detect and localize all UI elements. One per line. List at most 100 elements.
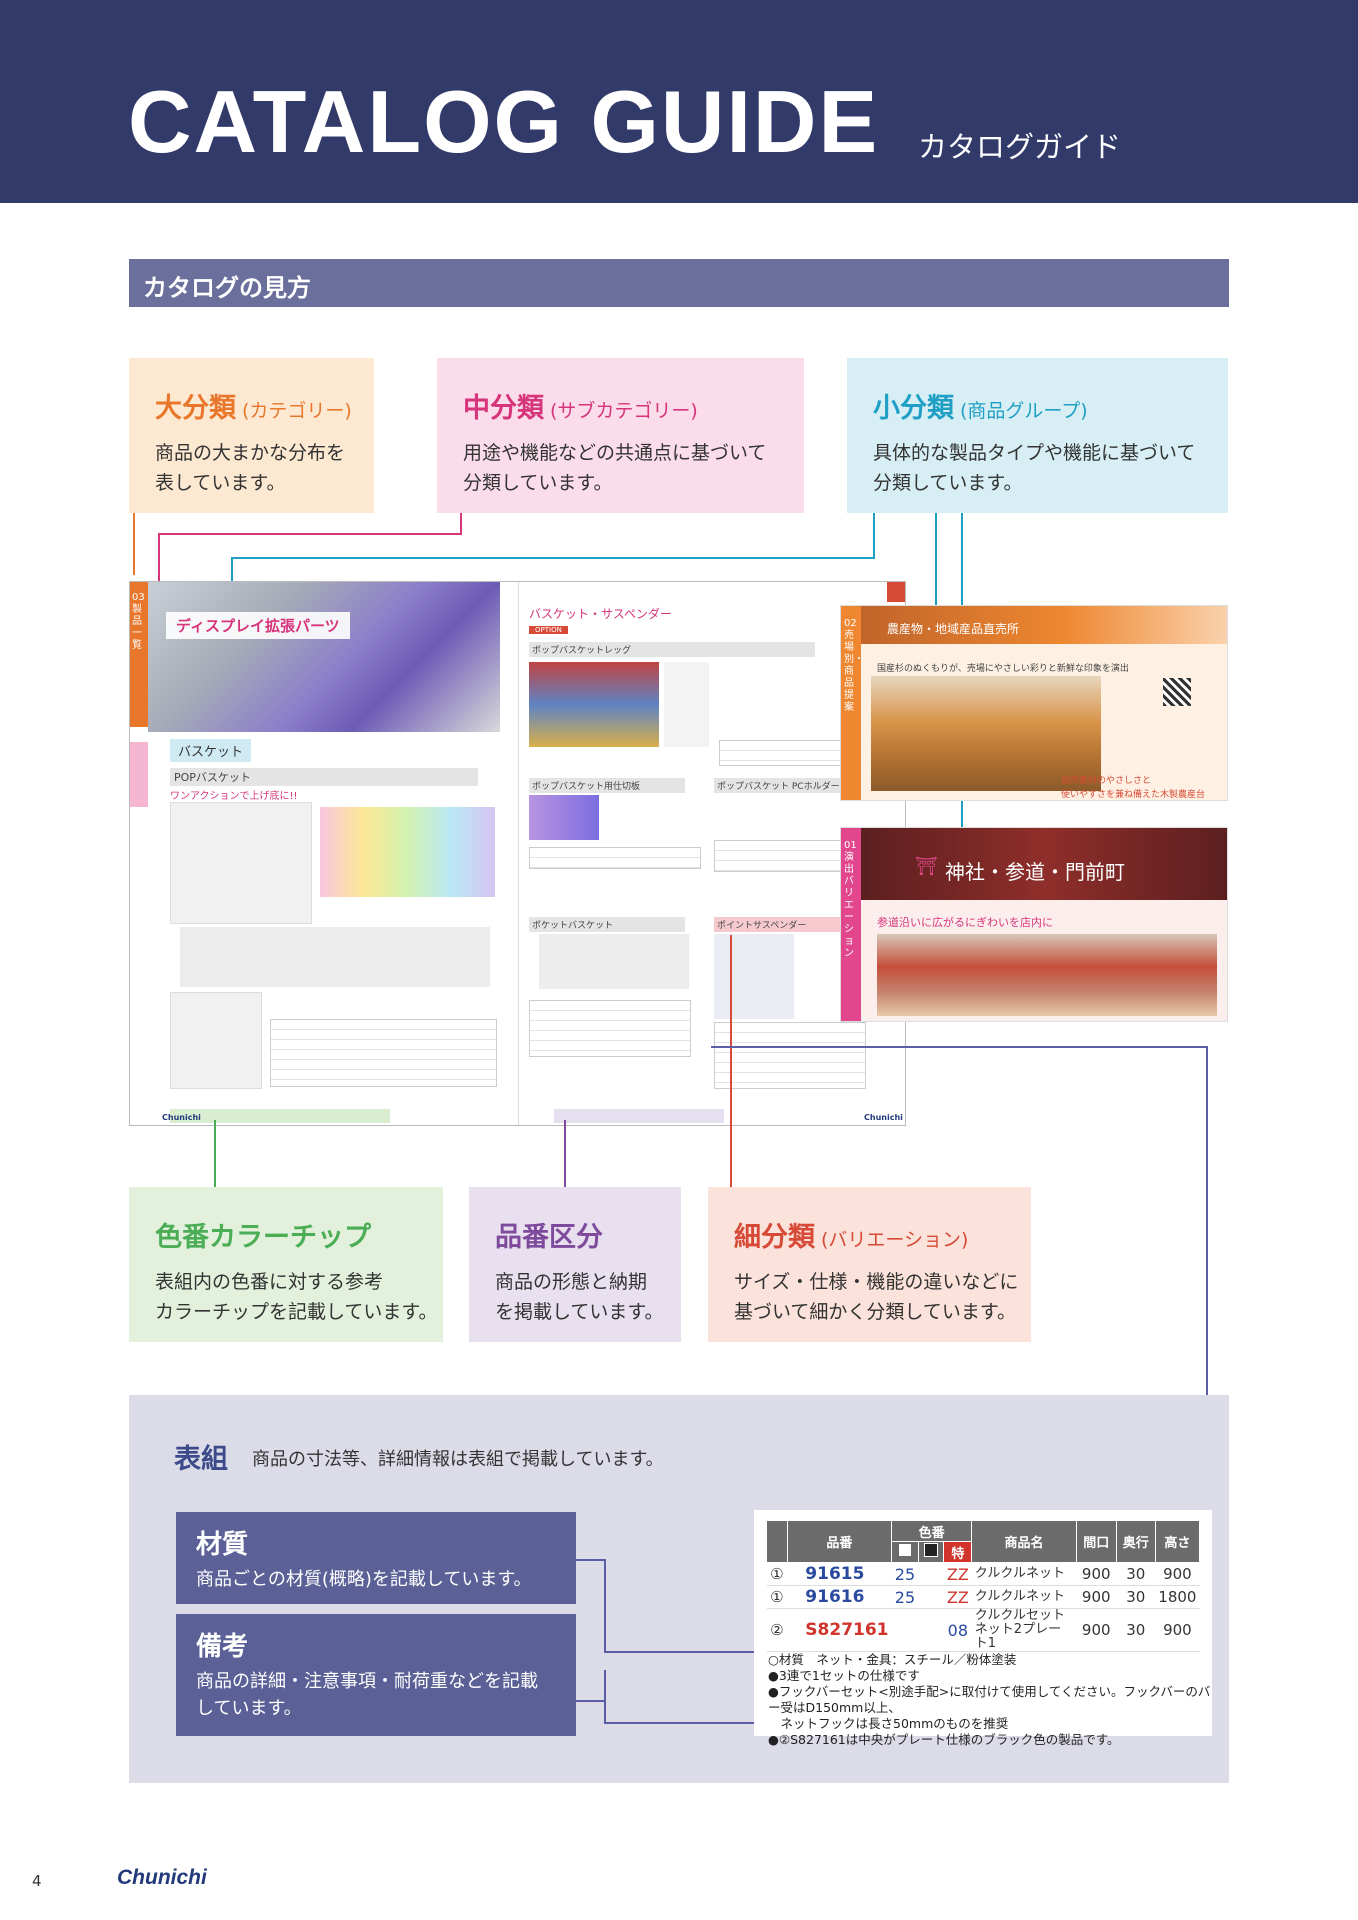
variation-card: 01 演出バリエーション ⛩ 神社・参道・門前町 参道沿いに広がるにぎわいを店内… <box>840 827 1228 1022</box>
variation-title: 神社・参道・門前町 <box>945 860 1125 884</box>
remarks-connector-h <box>576 1700 606 1702</box>
page-title: CATALOG GUIDE <box>128 72 880 171</box>
material-connector-h2 <box>604 1651 764 1653</box>
option-label: OPTION <box>529 626 568 634</box>
spec-cell-d: 30 <box>1116 1562 1156 1586</box>
box-chubunrui: 中分類(サブカテゴリー) 用途や機能などの共通点に基づいて 分類しています。 <box>437 358 804 513</box>
material-desc: 商品ごとの材質(概略)を記載しています。 <box>196 1569 532 1590</box>
spec-cell-w: 900 <box>1076 1562 1117 1586</box>
box-daibunrui-title: 大分類(カテゴリー) <box>155 393 352 424</box>
spec-cell-special: 08 <box>943 1608 972 1652</box>
product-type-legend <box>554 1109 724 1123</box>
section-suspender: ポイントサスペンダー <box>714 917 870 932</box>
product-image-2 <box>320 807 495 897</box>
note-line: ●フックバーセット<別途手配>に取付けて使用してください。フックバーのバー受はD… <box>768 1684 1211 1715</box>
sales-floor-note-2: 使いやすさを兼ね備えた木製農産台 <box>1061 790 1206 800</box>
left-tab-label: 03 製品一覧 <box>132 592 145 651</box>
spec-cell-color-black <box>918 1585 944 1609</box>
sales-floor-title-bar <box>861 606 1227 644</box>
box-saibunrui: 細分類(バリエーション) サイズ・仕様・機能の違いなどに 基づいて細かく分類して… <box>708 1187 1031 1342</box>
legs-diagram <box>664 662 709 747</box>
variation-tab <box>841 828 861 1021</box>
color-chip-strip <box>170 1109 390 1123</box>
spec-cell-h: 900 <box>1155 1562 1200 1586</box>
note-line: ●②S827161は中央がプレート仕様のブラック色の製品です。 <box>768 1732 1120 1747</box>
spec-cell-color-black <box>918 1608 944 1652</box>
hyogumi-section: 表組 商品の寸法等、詳細情報は表組で掲載しています。 材質 商品ごとの材質(概略… <box>129 1395 1229 1783</box>
spec-header-color: 色番 <box>891 1520 973 1542</box>
note-line: ネットフックは長さ50mmのものを推奨 <box>768 1716 1009 1731</box>
spec-cell-w: 900 <box>1076 1608 1117 1652</box>
spec-subheader-row: 特 <box>767 1541 1200 1563</box>
remarks-title: 備考 <box>196 1632 249 1662</box>
legs-photo <box>529 662 659 747</box>
note-line: ○材質 ネット・金具：スチール／粉体塗装 <box>768 1652 1017 1667</box>
section-legs: ポップバスケットレッグ <box>529 642 815 657</box>
connector-indigo-h <box>711 1046 1208 1048</box>
spec-cell-mark: ② <box>766 1608 788 1652</box>
left-spec-table <box>270 1019 497 1087</box>
spec-cell-d: 30 <box>1116 1608 1156 1652</box>
box-daibunrui-desc: 商品の大まかな分布を 表しています。 <box>155 442 346 494</box>
group-label: バスケット <box>170 739 252 762</box>
sales-floor-card: 02 売場別・商品提案 農産物・地域産品直売所 国産杉のぬくもりが、売場にやさし… <box>840 605 1228 801</box>
photo-caption: ディスプレイ拡張パーツ <box>166 612 350 639</box>
spec-cell-part: 91616 <box>787 1585 892 1609</box>
pocket-table <box>529 1000 691 1057</box>
connector-green <box>214 1120 216 1187</box>
spec-cell-mark: ① <box>766 1585 788 1609</box>
hyogumi-title: 表組 <box>174 1444 228 1475</box>
shrine-street-photo <box>877 934 1217 1016</box>
material-box: 材質 商品ごとの材質(概略)を記載しています。 <box>176 1512 576 1604</box>
spec-header-part: 品番 <box>786 1520 893 1563</box>
spec-header-d: 奥行 <box>1115 1520 1156 1563</box>
material-title: 材質 <box>196 1530 249 1560</box>
material-connector-h <box>576 1559 606 1561</box>
product-image-1 <box>170 802 312 924</box>
connector-blue-v1 <box>873 513 875 559</box>
connector-purple <box>564 1120 566 1187</box>
product-image-4 <box>170 992 262 1089</box>
box-saibunrui-title: 細分類(バリエーション) <box>734 1222 969 1253</box>
box-saibunrui-desc: サイズ・仕様・機能の違いなどに 基づいて細かく分類しています。 <box>734 1271 1019 1323</box>
remarks-desc: 商品の詳細・注意事項・耐荷重などを記載 しています。 <box>196 1671 538 1719</box>
color-chip-black <box>917 1541 945 1563</box>
torii-icon: ⛩ <box>915 856 938 877</box>
page-header: CATALOG GUIDE カタログガイド <box>0 0 1358 203</box>
spec-cell-h: 900 <box>1155 1608 1200 1652</box>
special-label: 特 <box>943 1541 973 1563</box>
box-part-class-title: 品番区分 <box>495 1222 603 1253</box>
material-connector-v <box>604 1559 606 1653</box>
connector-blue-v2 <box>935 513 937 621</box>
spec-cell-name: クルクルセット ネット2プレート1 <box>971 1608 1077 1652</box>
section-pocket: ポケットバスケット <box>529 917 685 932</box>
spec-cell-color-white <box>891 1608 919 1652</box>
left-tab <box>130 582 148 727</box>
remarks-connector-v <box>604 1670 606 1723</box>
basket-photo <box>148 582 500 732</box>
sales-floor-note-1: 自然素材のやさしさと <box>1061 776 1152 786</box>
spec-cell-h: 1800 <box>1155 1585 1200 1609</box>
spec-header-h: 高さ <box>1154 1520 1201 1563</box>
section-divider: ポップバスケット用仕切板 <box>529 778 685 793</box>
sales-floor-tab <box>841 606 861 800</box>
page-number: 4 <box>32 1872 42 1890</box>
suspender-photo <box>714 934 794 1019</box>
subgroup-label: POPバスケット <box>170 768 478 786</box>
spec-header-name: 商品名 <box>971 1520 1077 1563</box>
spec-cell-d: 30 <box>1116 1585 1156 1609</box>
connector-orange <box>133 513 135 575</box>
divider-photo <box>529 795 599 840</box>
left-side-label <box>130 742 148 807</box>
section-bar: カタログの見方 <box>129 259 1229 307</box>
box-part-class: 品番区分 商品の形態と納期 を掲載しています。 <box>469 1187 681 1342</box>
produce-stand-photo <box>871 676 1101 791</box>
right-header: バスケット・サスペンダー <box>529 607 672 621</box>
spec-cell-color-white: 25 <box>891 1562 919 1586</box>
suspender-table <box>714 1022 866 1089</box>
box-part-class-desc: 商品の形態と納期 を掲載しています。 <box>495 1271 664 1323</box>
remarks-connector-h2 <box>604 1722 764 1724</box>
